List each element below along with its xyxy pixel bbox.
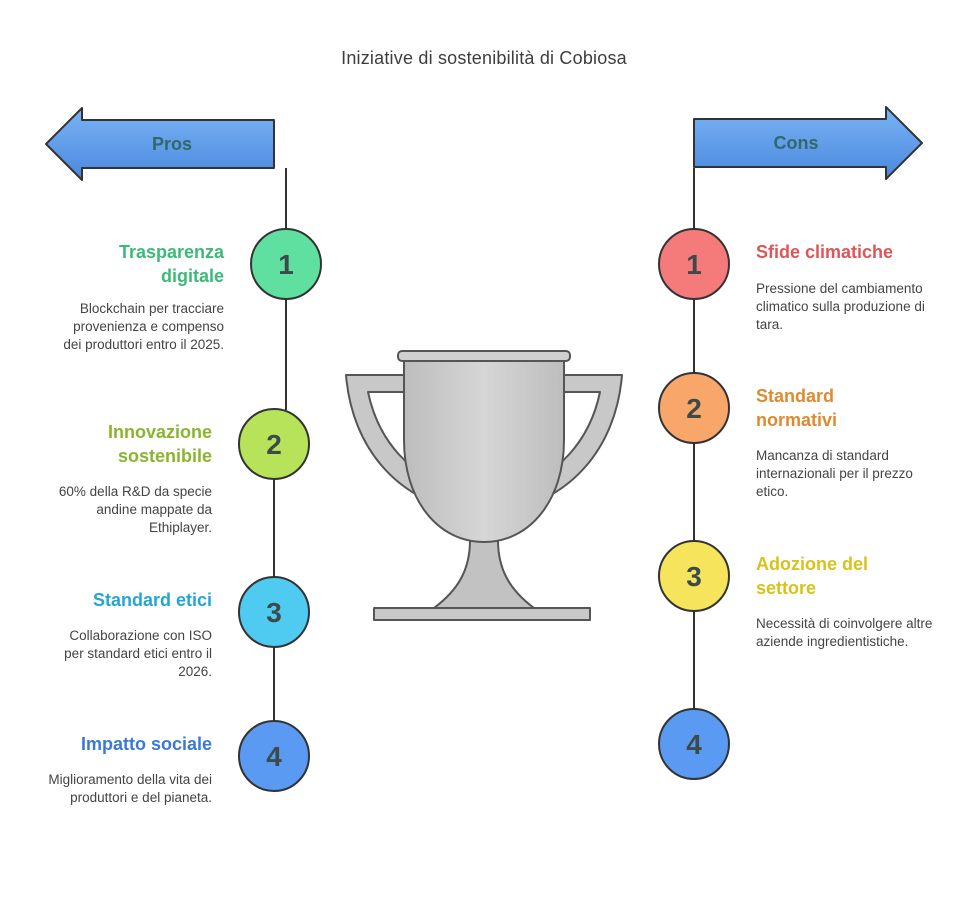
pros-item-3-title: Standard etici [92, 590, 212, 610]
cons-item-4-marker [658, 708, 730, 780]
pros-item-4-marker [238, 720, 310, 792]
pros-item-2-title: Innovazione sostenibile [107, 422, 212, 466]
pros-item-2-desc: 60% della R&D da specie andine mappate d… [58, 484, 212, 535]
pros-item-3-desc: Collaborazione con ISO per standard etic… [64, 628, 212, 679]
arrow-left-icon [45, 107, 275, 181]
cons-item-3-desc: Necessità di coinvolgere altre aziende i… [756, 616, 933, 649]
cons-item-2-marker [658, 372, 730, 444]
cons-item-2-number: 2 [686, 393, 702, 424]
cons-label: Cons [774, 133, 819, 153]
cons-markers: 1 2 3 4 [658, 228, 730, 780]
pros-item-2-marker [238, 408, 310, 480]
page-title: Iniziative di sostenibilità di Cobiosa [341, 48, 627, 68]
cons-item-1-marker [658, 228, 730, 300]
pros-markers: 1 2 3 4 [238, 228, 322, 792]
cons-item-3-number: 3 [686, 561, 702, 592]
cons-item-4-number: 4 [686, 729, 702, 760]
pros-item-1-title: Trasparenza digitale [118, 242, 224, 286]
pros-item-1-desc: Blockchain per tracciare provenienza e c… [63, 301, 224, 352]
pros-item-3-number: 3 [266, 597, 282, 628]
pros-item-2-number: 2 [266, 429, 282, 460]
pros-item-4-number: 4 [266, 741, 282, 772]
cons-item-1-title: Sfide climatiche [756, 242, 894, 262]
pros-item-1-number: 1 [278, 249, 294, 280]
cons-item-3-marker [658, 540, 730, 612]
trophy-icon [345, 350, 623, 621]
pros-item-1-marker [250, 228, 322, 300]
pros-item-4-desc: Miglioramento della vita dei produttori … [48, 772, 212, 805]
cons-item-1-number: 1 [686, 249, 702, 280]
cons-item-1-desc: Pressione del cambiamento climatico sull… [756, 281, 925, 332]
cons-item-2-title: Standard normativi [756, 386, 838, 430]
cons-item-2-desc: Mancanza di standard internazionali per … [756, 448, 913, 499]
pros-item-4-title: Impatto sociale [80, 734, 212, 754]
cons-item-3-title: Adozione del settore [756, 554, 868, 598]
pros-item-3-marker [238, 576, 310, 648]
arrow-right-icon [693, 106, 923, 180]
pros-label: Pros [152, 134, 192, 154]
